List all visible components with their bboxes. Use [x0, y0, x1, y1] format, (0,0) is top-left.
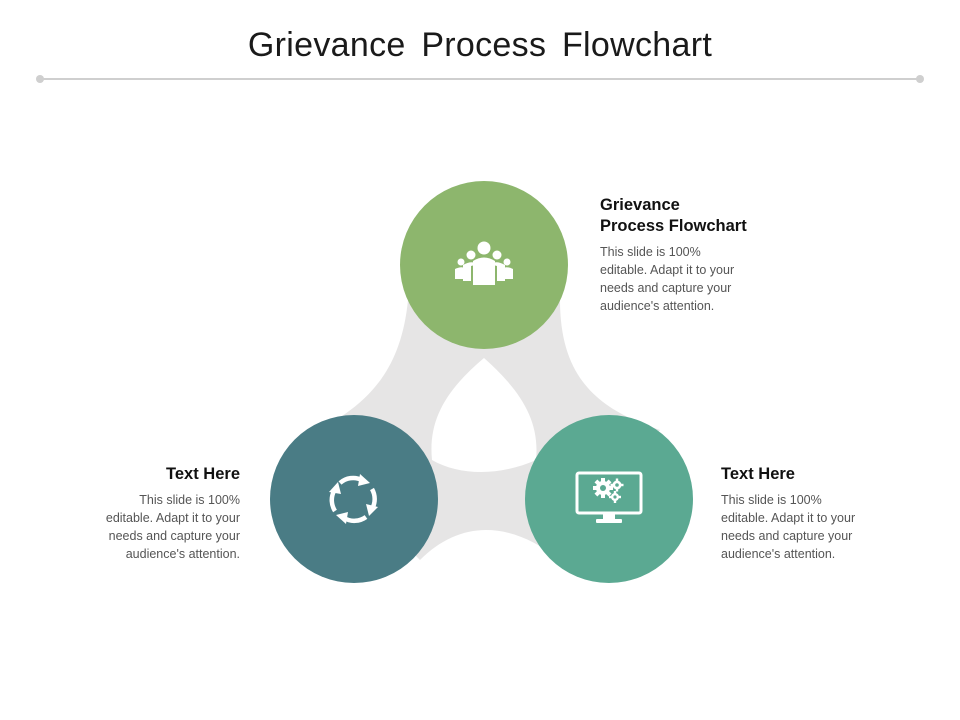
refresh-cycle-icon — [329, 474, 378, 524]
block-heading: Text Here — [721, 465, 795, 483]
divider-left-dot — [36, 75, 44, 83]
text-block-top: Grievance Process Flowchart This slide i… — [600, 195, 790, 315]
slide-title: Grievance Process Flowchart — [247, 26, 713, 64]
monitor-gears-icon — [575, 471, 643, 523]
text-block-left: Text Here This slide is 100% editable. A… — [50, 464, 240, 563]
block-heading: Grievance Process Flowchart — [600, 196, 747, 235]
block-body: This slide is 100% editable. Adapt it to… — [600, 245, 735, 313]
divider-right-dot — [916, 75, 924, 83]
title-divider — [40, 78, 920, 80]
block-body: This slide is 100% editable. Adapt it to… — [721, 493, 856, 561]
node-cycle — [270, 415, 438, 583]
node-team — [400, 181, 568, 349]
block-heading: Text Here — [166, 465, 240, 483]
text-block-right: Text Here This slide is 100% editable. A… — [721, 464, 911, 563]
node-monitor — [525, 415, 693, 583]
block-body: This slide is 100% editable. Adapt it to… — [105, 493, 240, 561]
team-icon — [455, 241, 513, 285]
